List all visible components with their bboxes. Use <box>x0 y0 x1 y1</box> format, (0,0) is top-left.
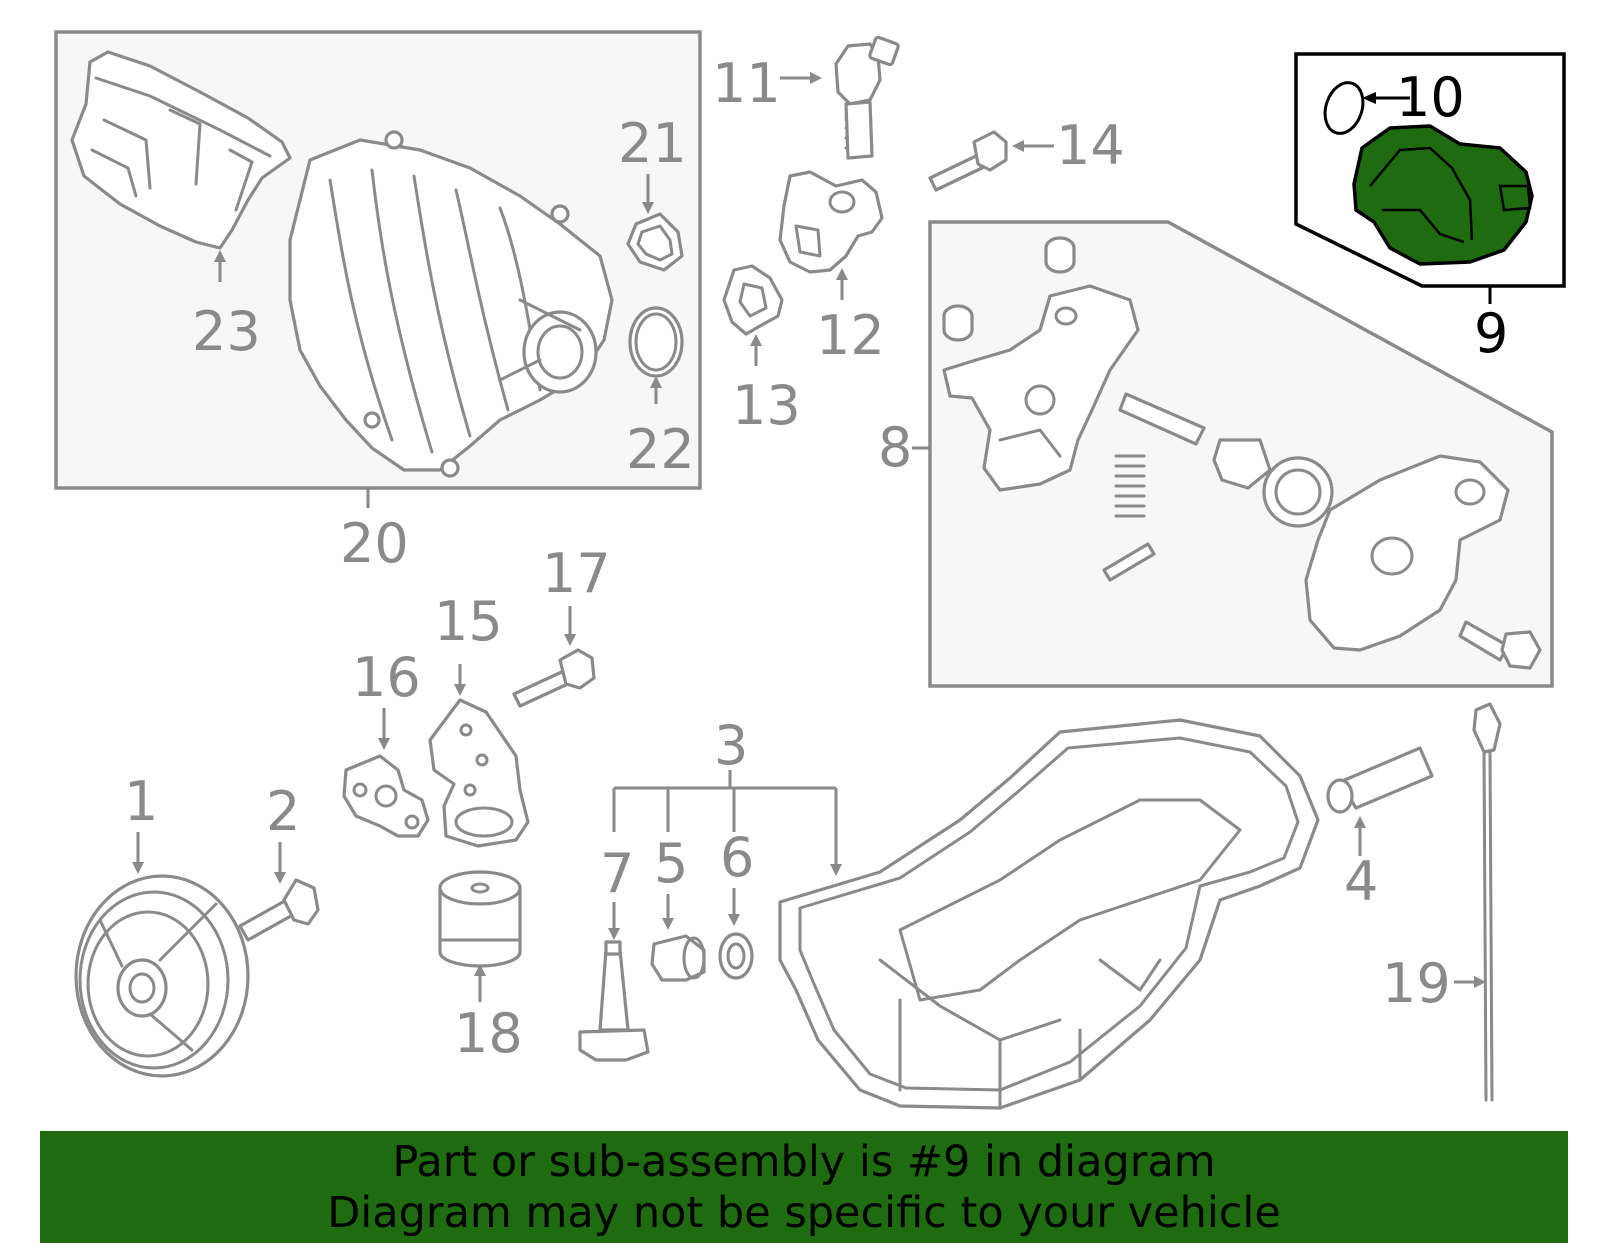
oil-pump-housing-part[interactable] <box>942 236 1140 492</box>
bolt-part-17[interactable] <box>512 648 596 708</box>
oil-pan-part-3[interactable] <box>778 718 1320 1110</box>
callout-12: 12 <box>816 304 885 367</box>
oil-filter-housing-part-9[interactable] <box>1352 124 1534 266</box>
oil-filter-part-18[interactable] <box>438 870 522 968</box>
bolt-part-14[interactable] <box>928 130 1008 192</box>
callout-13: 13 <box>732 374 801 437</box>
washer-part-6[interactable] <box>718 932 754 980</box>
callout-22: 22 <box>626 418 695 481</box>
filter-adapter-part-15[interactable] <box>428 698 530 848</box>
callout-6: 6 <box>720 826 754 889</box>
pulley-bolt-part-2[interactable] <box>238 878 320 942</box>
o-ring-part-22[interactable] <box>628 306 684 378</box>
callout-23: 23 <box>192 300 261 363</box>
banner-line-1: Part or sub-assembly is #9 in diagram <box>392 1137 1216 1187</box>
dipstick-tube-part-4[interactable] <box>1326 746 1434 814</box>
callout-9: 9 <box>1474 302 1508 365</box>
callout-2: 2 <box>266 780 300 843</box>
valve-housing-part-12[interactable] <box>778 170 884 274</box>
drain-plug-part-5[interactable] <box>650 934 706 982</box>
heat-shield-part-23[interactable] <box>70 50 292 250</box>
intake-manifold-part-20[interactable] <box>288 130 614 478</box>
gasket-part-21[interactable] <box>626 212 684 272</box>
oil-pump-internals[interactable] <box>1102 392 1334 582</box>
callout-20: 20 <box>340 512 409 575</box>
info-banner: Part or sub-assembly is #9 in diagram Di… <box>40 1131 1568 1243</box>
callout-7: 7 <box>600 842 634 905</box>
callout-17: 17 <box>542 542 611 605</box>
callout-5: 5 <box>654 832 688 895</box>
callout-10: 10 <box>1396 66 1465 129</box>
o-ring-part-10[interactable] <box>1319 78 1369 139</box>
callout-1: 1 <box>124 770 158 833</box>
callout-3: 3 <box>714 714 748 777</box>
callout-8: 8 <box>878 416 912 479</box>
callout-11: 11 <box>712 52 781 115</box>
dipstick-part-19[interactable] <box>1472 702 1502 1102</box>
callout-19: 19 <box>1382 952 1451 1015</box>
gasket-part-13[interactable] <box>722 264 784 336</box>
callout-18: 18 <box>454 1002 523 1065</box>
banner-line-2: Diagram may not be specific to your vehi… <box>327 1188 1281 1238</box>
gasket-part-16[interactable] <box>342 754 430 838</box>
oil-pump-cover[interactable] <box>1304 454 1542 670</box>
drain-assembly-part-7[interactable] <box>578 940 650 1062</box>
callout-14: 14 <box>1056 114 1125 177</box>
callout-16: 16 <box>352 646 421 709</box>
callout-4: 4 <box>1344 850 1378 913</box>
callout-15: 15 <box>434 590 503 653</box>
crankshaft-pulley-part-1[interactable] <box>74 874 250 1078</box>
callout-21: 21 <box>618 112 687 175</box>
solenoid-part-11[interactable] <box>834 35 900 160</box>
